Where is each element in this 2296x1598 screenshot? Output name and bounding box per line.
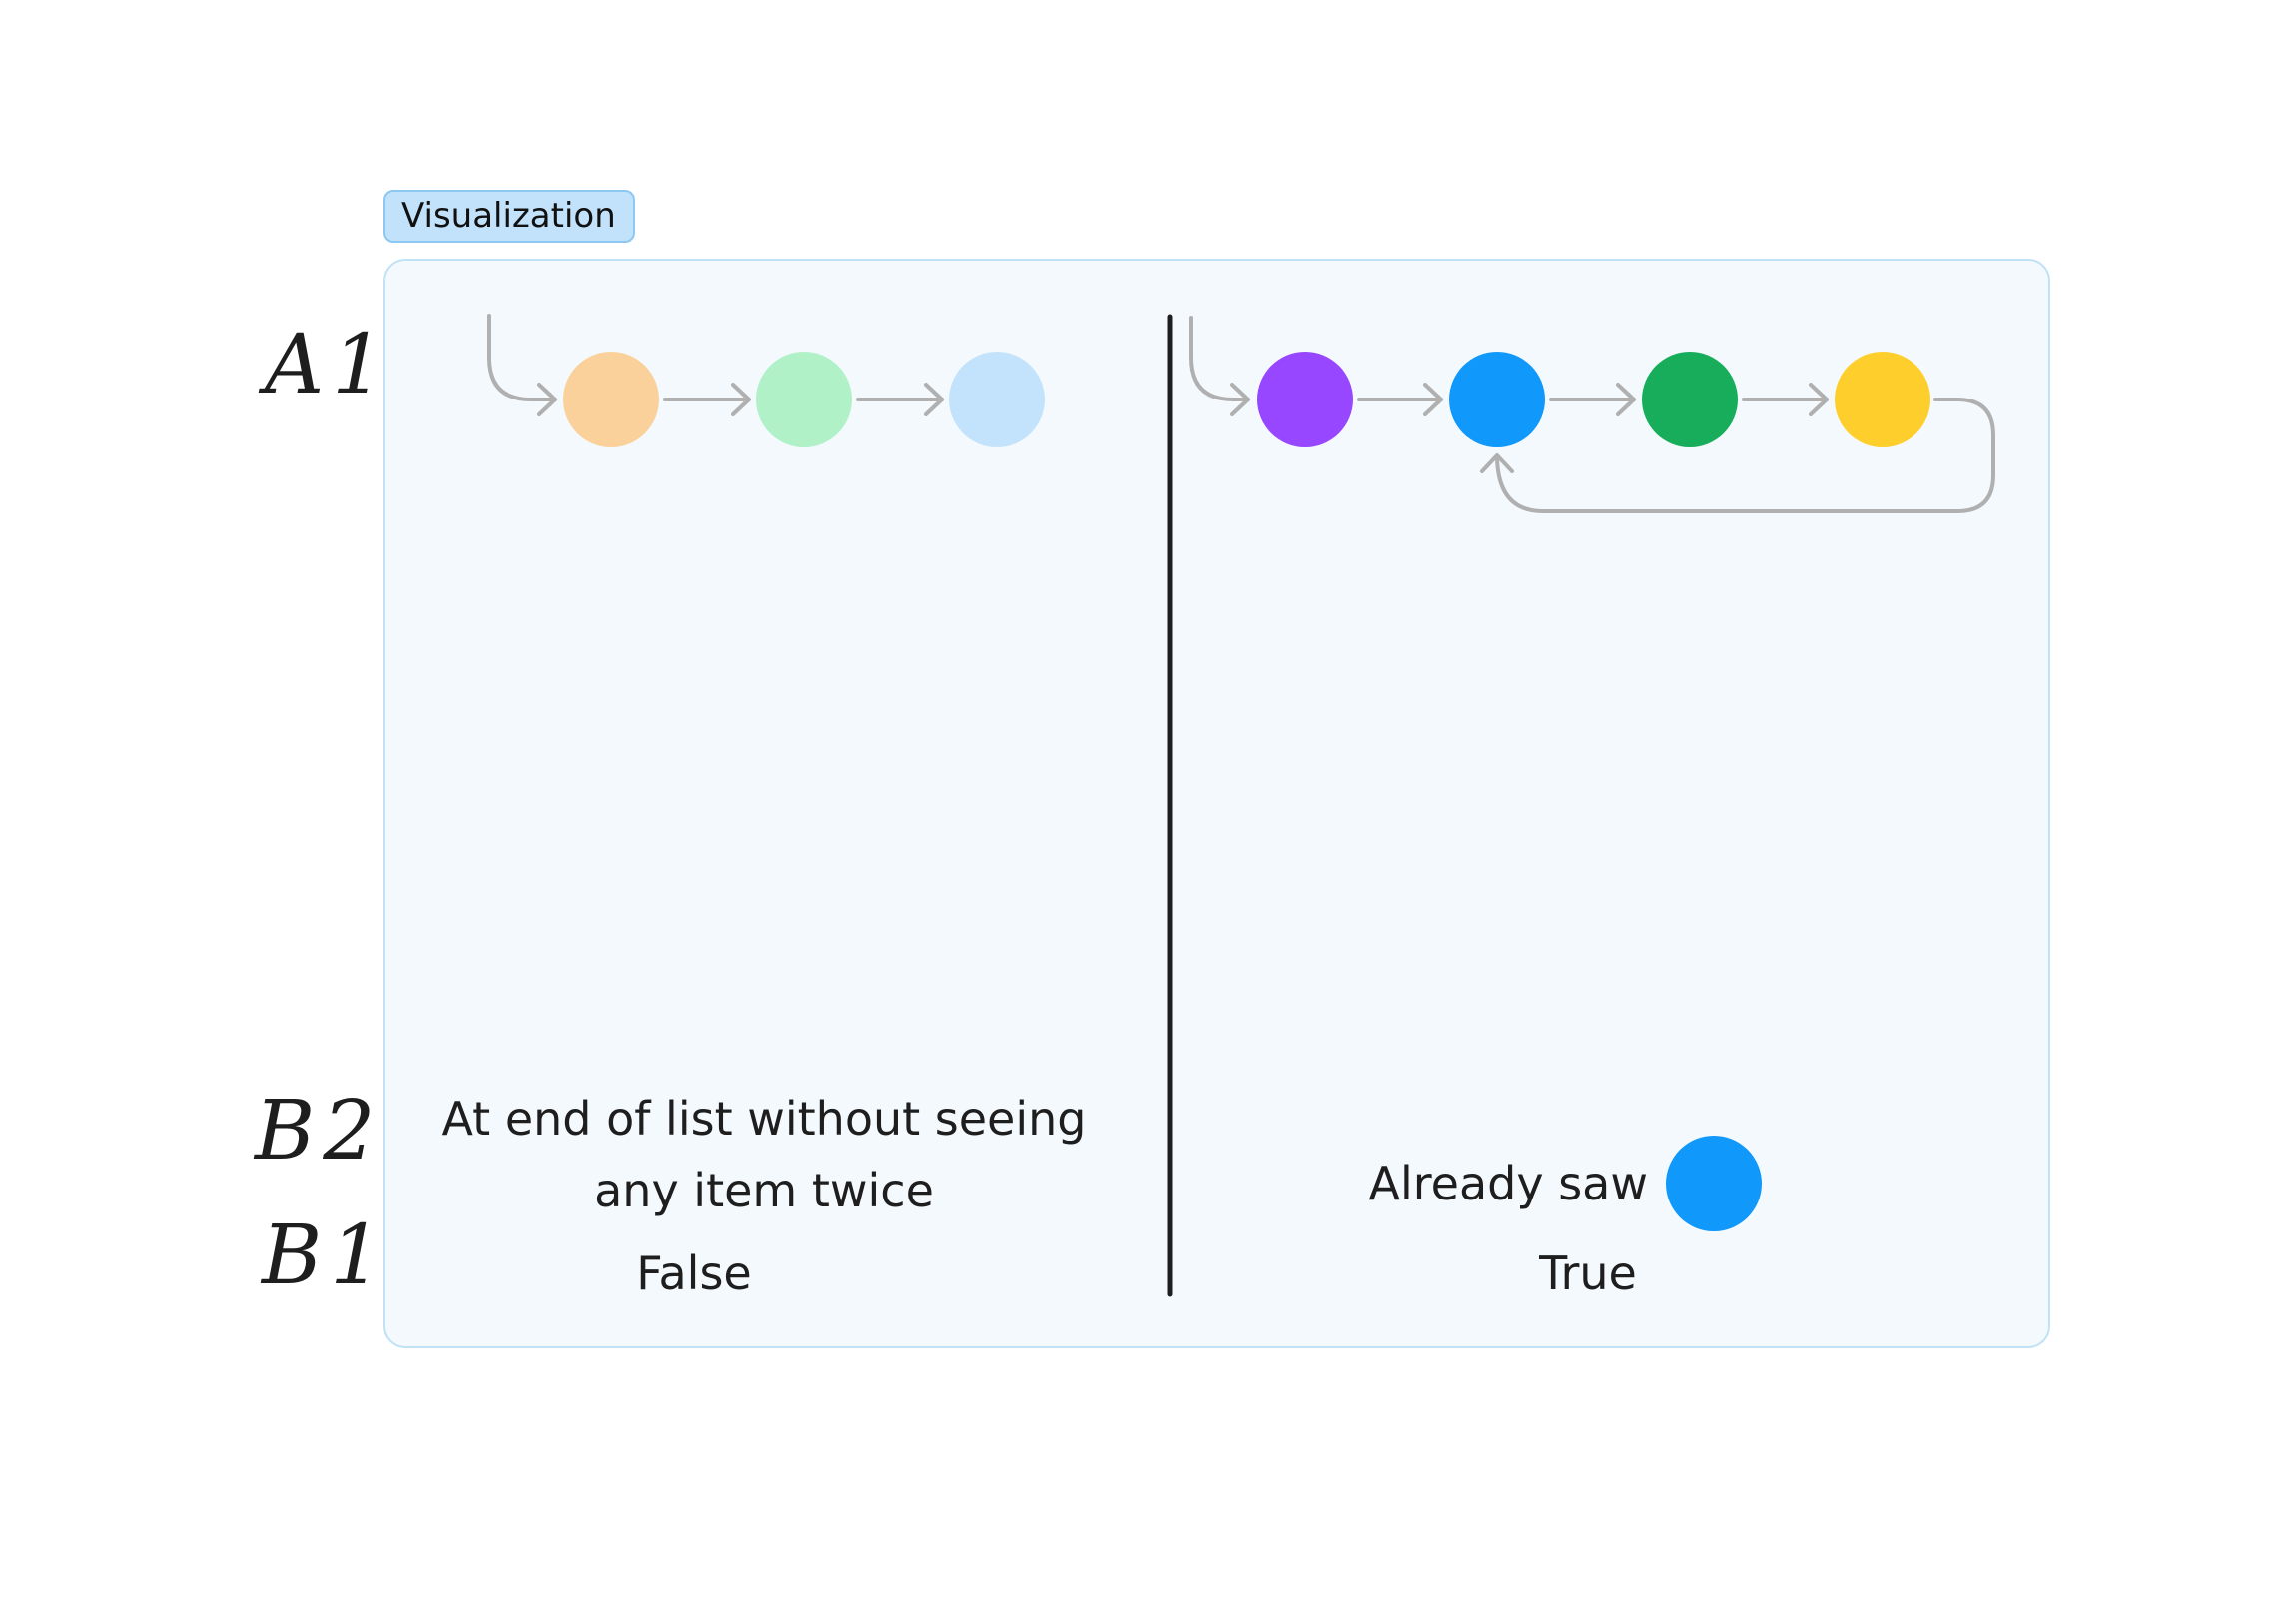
- cycle-edge: [1495, 398, 1995, 513]
- left-edge-1-2-arrowhead: [731, 383, 751, 416]
- row-label-b2: B2: [255, 1084, 383, 1179]
- right-edge-2-3-arrowhead: [1616, 383, 1636, 416]
- right-linked-list: [1189, 316, 1995, 513]
- right-entry-arrowhead: [1230, 383, 1250, 416]
- row-label-a1: A1: [265, 318, 392, 412]
- right-node-4: [1835, 352, 1930, 447]
- left-description-line-1: At end of list without seeing: [441, 1092, 1087, 1146]
- left-edge-2-3-arrowhead: [924, 383, 944, 416]
- right-result: True: [1539, 1246, 1637, 1300]
- left-result: False: [636, 1246, 752, 1300]
- frame-label: Visualization: [383, 190, 635, 243]
- left-description: At end of list without seeing any item t…: [439, 1083, 1089, 1226]
- right-edge-1-2-arrowhead: [1423, 383, 1443, 416]
- visualization-frame: [383, 259, 2050, 1348]
- left-description-line-2: any item twice: [594, 1164, 934, 1217]
- row-label-b1: B1: [262, 1208, 390, 1303]
- left-entry-arrow: [487, 314, 557, 401]
- cycle-edge-arrowhead: [1480, 453, 1514, 473]
- right-node-1: [1257, 352, 1353, 447]
- right-node-3: [1642, 352, 1738, 447]
- right-edge-3-4-arrowhead: [1809, 383, 1829, 416]
- right-entry-arrow: [1189, 316, 1250, 401]
- left-node-1: [563, 352, 659, 447]
- already-seen-node: [1666, 1136, 1762, 1231]
- left-linked-list: [487, 314, 1045, 447]
- left-node-2: [756, 352, 852, 447]
- left-node-3: [949, 352, 1045, 447]
- right-node-2: [1449, 352, 1545, 447]
- right-description: Already saw: [1368, 1157, 1648, 1210]
- left-entry-arrowhead: [537, 383, 557, 416]
